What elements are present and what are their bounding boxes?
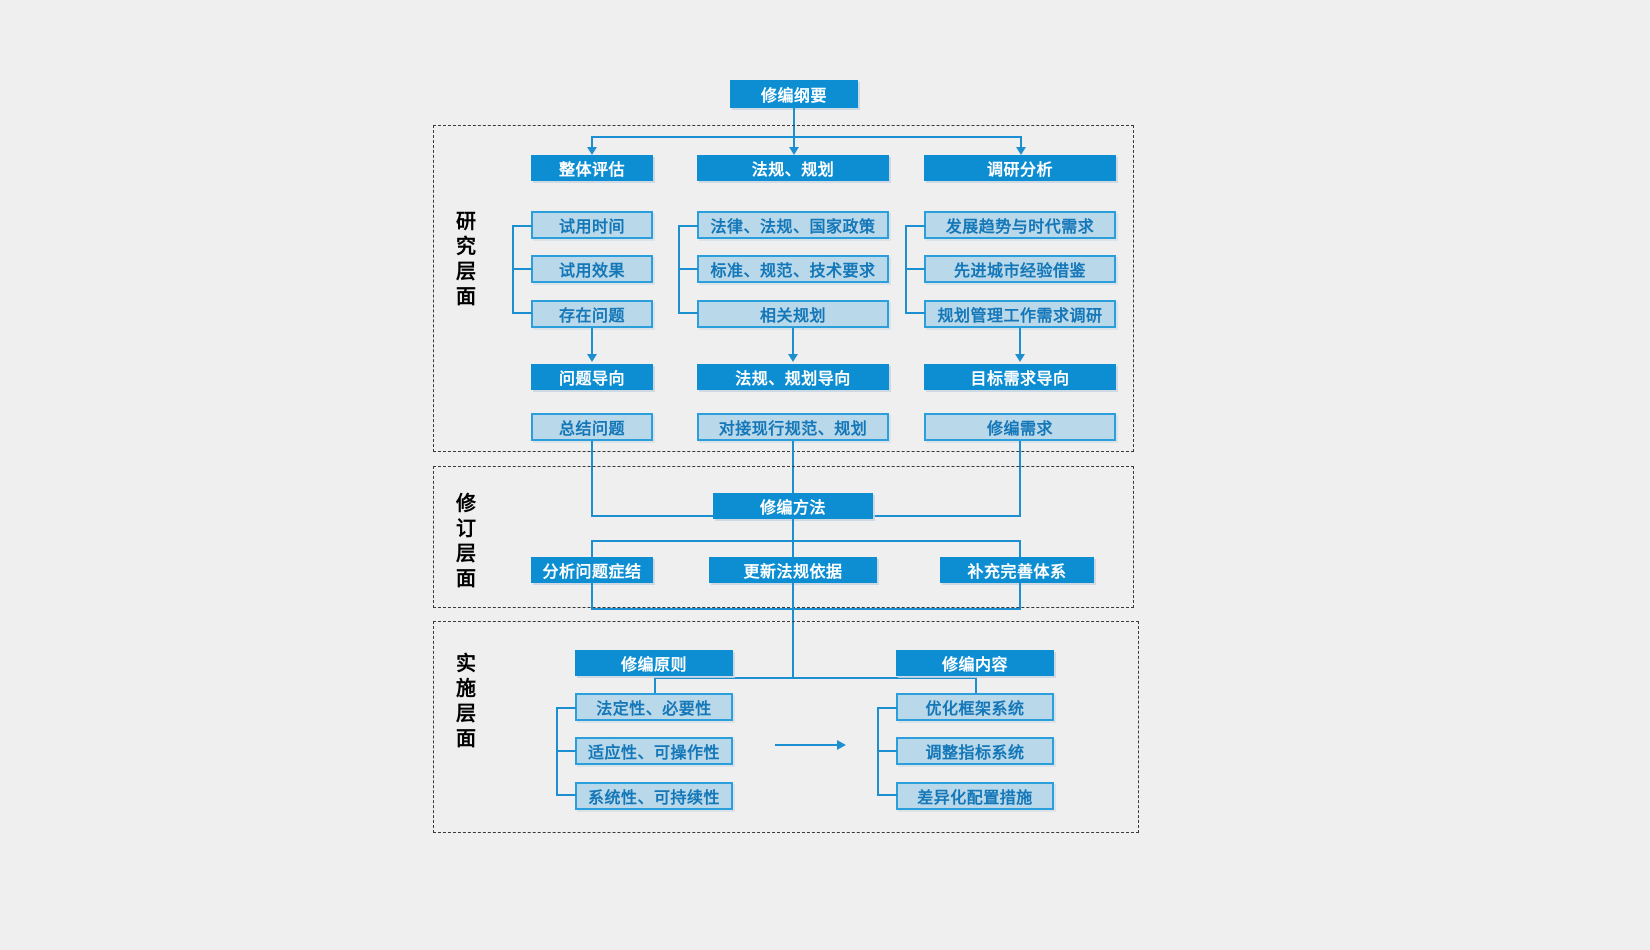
node-research-col1-orientation[interactable]: 问题导向 [531,364,653,390]
bracket-research-col2-mid [678,268,698,270]
node-research-col2-item-3[interactable]: 相关规划 [697,300,889,328]
layer-research-label: 研究层面 [456,211,476,308]
connector-outcome3-down [1019,441,1021,516]
arrowhead-root-1 [587,147,597,155]
node-research-col2-item-2[interactable]: 标准、规范、技术要求 [697,255,889,283]
arrowhead-principles-to-contents [837,740,846,750]
arrowhead-root-2 [789,147,799,155]
node-research-col1-outcome[interactable]: 总结问题 [531,413,653,441]
connector-col2-to-orient [792,328,794,356]
arrowhead-col3-orient [1015,354,1025,362]
connector-revision-merge-bus [591,608,1021,610]
node-research-col2-orientation[interactable]: 法规、规划导向 [697,364,889,390]
bracket-impl-group2-mid [877,750,897,752]
node-impl-group2-item-1[interactable]: 优化框架系统 [896,693,1054,721]
node-revision-item-1[interactable]: 分析问题症结 [531,557,653,583]
connector-root-stem [793,108,795,137]
connector-root-drop-1 [591,136,593,149]
node-revision-header[interactable]: 修编方法 [713,493,873,519]
node-research-col1-item-2[interactable]: 试用效果 [531,255,653,283]
node-root-outline[interactable]: 修编纲要 [730,80,858,108]
layer-research-container [433,125,1134,452]
node-impl-group2-header[interactable]: 修编内容 [896,650,1054,676]
connector-revitem2-down [792,583,794,678]
connector-method-drop-1 [591,540,593,558]
node-research-col2-item-1[interactable]: 法律、法规、国家政策 [697,211,889,239]
node-research-col2-outcome[interactable]: 对接现行规范、规划 [697,413,889,441]
connector-outcome1-down [591,441,593,516]
node-impl-group1-item-3[interactable]: 系统性、可持续性 [575,782,733,810]
connector-principles-to-contents [775,744,837,746]
connector-method-drop-3 [1019,540,1021,558]
connector-col1-to-orient [591,328,593,356]
layer-revision-container [433,466,1134,608]
node-research-col3-item-2[interactable]: 先进城市经验借鉴 [924,255,1116,283]
bracket-research-col1-mid [512,268,532,270]
connector-impl-drop-1 [654,677,656,700]
connector-impl-drop-2 [975,677,977,700]
node-research-col1-header[interactable]: 整体评估 [531,155,653,181]
layer-implementation-label: 实施层面 [456,653,476,750]
connector-method-drop-2 [792,540,794,558]
bracket-impl-group1-mid [556,750,576,752]
node-research-col3-outcome[interactable]: 修编需求 [924,413,1116,441]
layer-revision-label: 修订层面 [456,493,476,590]
node-impl-group1-item-2[interactable]: 适应性、可操作性 [575,737,733,765]
node-research-col2-header[interactable]: 法规、规划 [697,155,889,181]
node-research-col3-header[interactable]: 调研分析 [924,155,1116,181]
connector-root-drop-2 [793,136,795,149]
connector-revitem1-down [591,583,593,609]
bracket-research-col3-mid [905,268,925,270]
arrowhead-col2-orient [788,354,798,362]
arrowhead-col1-orient [587,354,597,362]
connector-revitem3-down [1019,583,1021,609]
connector-impl-bus [655,677,977,679]
layer-implementation-container [433,621,1139,833]
node-research-col3-item-1[interactable]: 发展趋势与时代需求 [924,211,1116,239]
node-impl-group1-header[interactable]: 修编原则 [575,650,733,676]
node-research-col3-item-3[interactable]: 规划管理工作需求调研 [924,300,1116,328]
node-revision-item-2[interactable]: 更新法规依据 [709,557,877,583]
arrowhead-root-3 [1016,147,1026,155]
node-impl-group1-item-1[interactable]: 法定性、必要性 [575,693,733,721]
node-research-col3-orientation[interactable]: 目标需求导向 [924,364,1116,390]
connector-root-drop-3 [1020,136,1022,149]
connector-method-bus [592,540,1020,542]
node-revision-item-3[interactable]: 补充完善体系 [940,557,1094,583]
node-impl-group2-item-2[interactable]: 调整指标系统 [896,737,1054,765]
connector-method-stem [792,519,794,541]
connector-col3-to-orient [1019,328,1021,356]
connector-root-bus [592,136,1022,138]
node-research-col1-item-3[interactable]: 存在问题 [531,300,653,328]
node-research-col1-item-1[interactable]: 试用时间 [531,211,653,239]
node-impl-group2-item-3[interactable]: 差异化配置措施 [896,782,1054,810]
